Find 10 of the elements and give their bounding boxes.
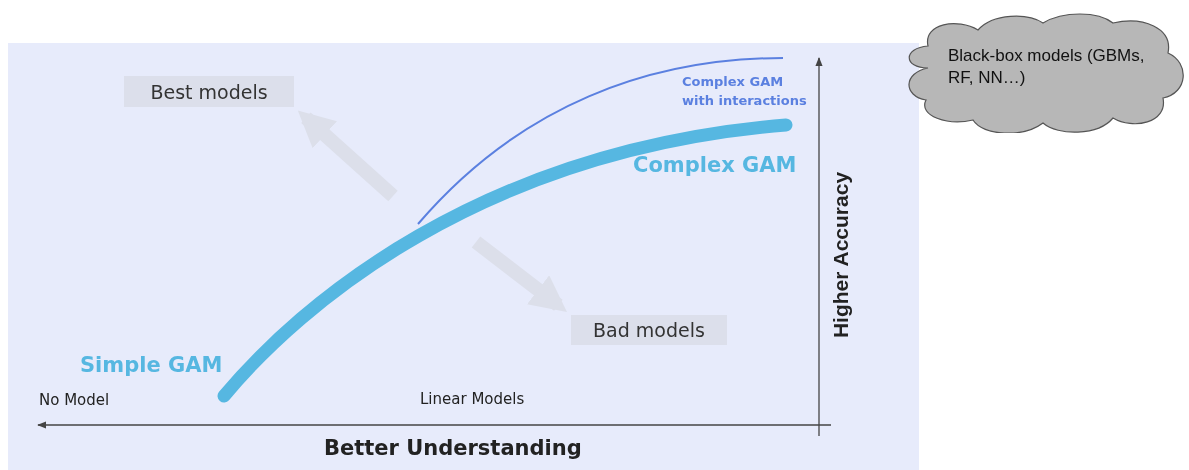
axis-title: Better Understanding: [324, 436, 582, 460]
axis-title: Higher Accuracy: [829, 171, 853, 339]
axis-point-label: Linear Models: [420, 390, 525, 408]
curve-label: Complex GAM: [633, 153, 797, 177]
label-box: Bad models: [571, 315, 727, 345]
curve-label: Complex GAM with interactions: [682, 73, 808, 110]
curve-label: Simple GAM: [80, 353, 223, 377]
label-box: Best models: [124, 76, 294, 107]
cloud-text: Black-box models (GBMs, RF, NN…): [948, 45, 1146, 89]
axis-end-label: No Model: [39, 391, 110, 409]
